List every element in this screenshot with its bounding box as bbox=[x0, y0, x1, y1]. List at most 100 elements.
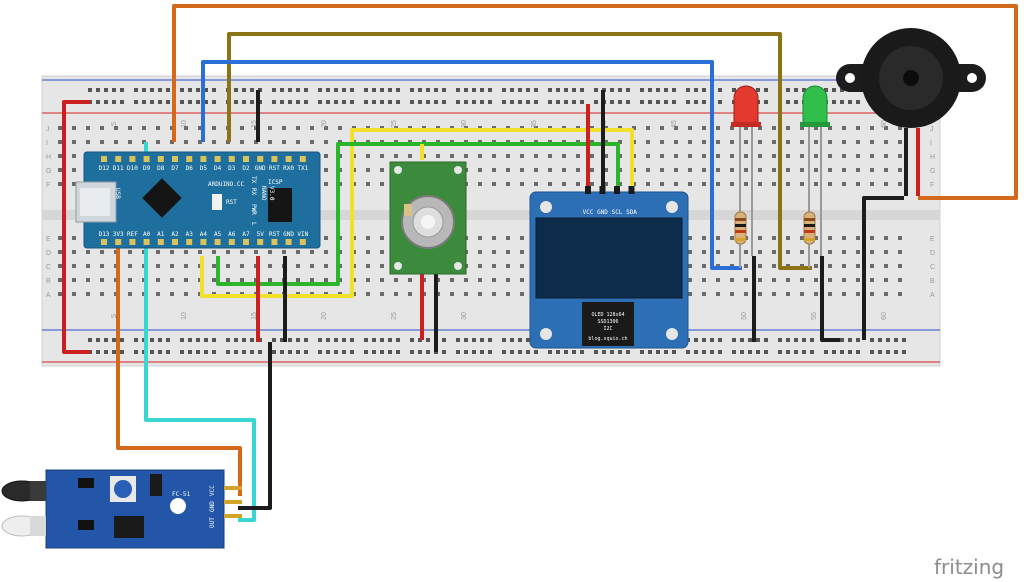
breadboard-hole bbox=[58, 154, 62, 158]
breadboard-hole bbox=[842, 236, 846, 240]
breadboard-hole bbox=[856, 140, 860, 144]
nano-pin bbox=[101, 239, 107, 245]
rail-hole bbox=[442, 100, 446, 104]
breadboard-hole bbox=[114, 126, 118, 130]
breadboard-hole bbox=[436, 154, 440, 158]
wire-cyan-ir bbox=[144, 142, 256, 522]
wire-black-ir bbox=[238, 342, 272, 510]
rail-hole bbox=[150, 100, 154, 104]
rail-hole bbox=[518, 100, 522, 104]
breadboard-hole bbox=[884, 154, 888, 158]
breadboard-hole bbox=[156, 292, 160, 296]
rail-hole bbox=[112, 88, 116, 92]
breadboard-hole bbox=[380, 236, 384, 240]
rail-hole bbox=[640, 100, 644, 104]
breadboard-hole bbox=[814, 278, 818, 282]
rail-hole bbox=[556, 88, 560, 92]
rail-hole bbox=[342, 100, 346, 104]
row-letter: D bbox=[930, 250, 935, 257]
rail-hole bbox=[878, 350, 882, 354]
ir-pin-out: OUT bbox=[209, 517, 216, 528]
breadboard-hole bbox=[688, 126, 692, 130]
breadboard-hole bbox=[86, 278, 90, 282]
breadboard-hole bbox=[72, 292, 76, 296]
rail-hole bbox=[410, 350, 414, 354]
breadboard-hole bbox=[842, 250, 846, 254]
breadboard-hole bbox=[310, 264, 314, 268]
rail-hole bbox=[580, 100, 584, 104]
rail-hole bbox=[410, 88, 414, 92]
rail-hole bbox=[234, 350, 238, 354]
breadboard-hole bbox=[744, 278, 748, 282]
rail-hole bbox=[840, 100, 844, 104]
breadboard-hole bbox=[758, 168, 762, 172]
rail-hole bbox=[702, 338, 706, 342]
breadboard-hole bbox=[772, 264, 776, 268]
column-number: 30 bbox=[461, 120, 468, 128]
rail-hole bbox=[456, 350, 460, 354]
breadboard-hole bbox=[842, 126, 846, 130]
microcontroller-chip bbox=[142, 178, 182, 218]
breadboard-hole bbox=[688, 292, 692, 296]
nano-pin bbox=[186, 156, 193, 162]
breadboard-hole bbox=[786, 292, 790, 296]
rail-hole bbox=[472, 88, 476, 92]
breadboard-hole bbox=[310, 126, 314, 130]
oled-pin bbox=[614, 186, 620, 194]
rail-hole bbox=[242, 338, 246, 342]
breadboard-hole bbox=[842, 278, 846, 282]
buzzer bbox=[836, 28, 986, 196]
breadboard-hole bbox=[870, 182, 874, 186]
breadboard-hole bbox=[268, 250, 272, 254]
nano-pin bbox=[228, 239, 235, 245]
row-letter: G bbox=[46, 168, 51, 175]
rail-hole bbox=[304, 88, 308, 92]
rail-hole bbox=[686, 100, 690, 104]
row-letter: A bbox=[930, 292, 935, 299]
rail-hole bbox=[626, 88, 630, 92]
rail-hole bbox=[464, 338, 468, 342]
column-number: 55 bbox=[811, 312, 818, 320]
breadboard-hole bbox=[828, 140, 832, 144]
breadboard-hole bbox=[688, 278, 692, 282]
breadboard-hole bbox=[184, 126, 188, 130]
rail-hole bbox=[618, 350, 622, 354]
oled-chip-line-1: OLED 128x64 bbox=[591, 312, 624, 318]
breadboard-hole bbox=[478, 168, 482, 172]
breadboard-hole bbox=[604, 182, 608, 186]
oled-chip-line-4: blog.squix.ch bbox=[588, 336, 627, 342]
breadboard-hole bbox=[842, 168, 846, 172]
breadboard-hole bbox=[758, 278, 762, 282]
rail-hole bbox=[672, 100, 676, 104]
rail-hole bbox=[824, 88, 828, 92]
breadboard-hole bbox=[478, 292, 482, 296]
breadboard-hole bbox=[72, 168, 76, 172]
row-letter: D bbox=[46, 250, 51, 257]
rail-hole bbox=[158, 100, 162, 104]
nano-pin bbox=[186, 239, 193, 245]
breadboard-hole bbox=[58, 140, 62, 144]
ir-model-label: FC-51 bbox=[172, 491, 190, 498]
breadboard-hole bbox=[814, 250, 818, 254]
rail-hole bbox=[686, 350, 690, 354]
rail-hole bbox=[732, 338, 736, 342]
breadboard-hole bbox=[786, 154, 790, 158]
nano-pin-label: A4 bbox=[200, 231, 208, 238]
breadboard-hole bbox=[856, 154, 860, 158]
rail-hole bbox=[426, 350, 430, 354]
breadboard-hole bbox=[366, 154, 370, 158]
rail-hole bbox=[786, 88, 790, 92]
rail-hole bbox=[350, 338, 354, 342]
rail-hole bbox=[418, 100, 422, 104]
breadboard-hole bbox=[744, 168, 748, 172]
nano-pin-label: A3 bbox=[186, 231, 194, 238]
rail-hole bbox=[710, 350, 714, 354]
resistor bbox=[803, 211, 816, 245]
rail-hole bbox=[112, 338, 116, 342]
breadboard-hole bbox=[800, 250, 804, 254]
nano-pin-label: A0 bbox=[143, 231, 151, 238]
breadboard-hole bbox=[800, 140, 804, 144]
nano-pin bbox=[143, 239, 150, 245]
rail-hole bbox=[556, 350, 560, 354]
